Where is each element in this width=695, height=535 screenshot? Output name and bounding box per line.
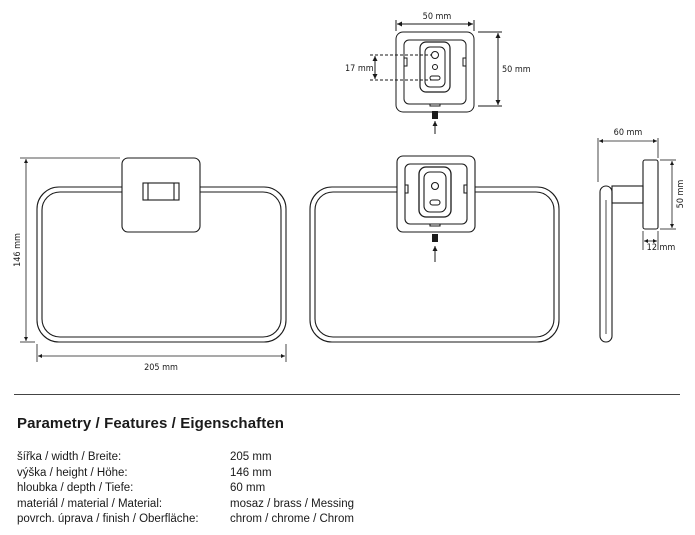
- param-row-material: materiál / material / Material: mosaz / …: [17, 497, 354, 513]
- param-label: šířka / width / Breite:: [17, 451, 122, 463]
- top-view-outer-plate: [395, 31, 475, 113]
- top-view-center-block: [419, 41, 451, 93]
- dim-side-base: 12 mm: [647, 243, 676, 253]
- param-row-depth: hloubka / depth / Tiefe: 60 mm: [17, 481, 354, 497]
- dim-front-width: 205 mm: [144, 363, 178, 373]
- dim-top-height: 50 mm: [502, 65, 531, 75]
- side-view: [597, 138, 676, 343]
- divider-line: [14, 394, 680, 395]
- dim-front-height: 146 mm: [13, 233, 23, 267]
- back-view: [309, 155, 560, 343]
- param-label: materiál / material / Material:: [17, 497, 163, 510]
- param-label: povrch. úprava / finish / Oberfläche:: [17, 513, 199, 525]
- side-view-wall-plate: [642, 159, 659, 230]
- param-value: chrom / chrome / Chrom: [230, 513, 354, 525]
- param-value: 146 mm: [230, 466, 272, 479]
- front-view: [20, 157, 287, 362]
- param-row-height: výška / height / Höhe: 146 mm: [17, 466, 354, 482]
- param-value: 205 mm: [230, 451, 272, 463]
- param-value: 60 mm: [230, 482, 266, 494]
- param-value: mosaz / brass / Messing: [230, 497, 354, 510]
- back-view-plate: [396, 155, 476, 233]
- param-label: hloubka / depth / Tiefe:: [17, 482, 134, 494]
- param-label: výška / height / Höhe:: [17, 466, 128, 479]
- back-view-center-block: [418, 166, 452, 218]
- param-row-finish: povrch. úprava / finish / Oberfläche: ch…: [17, 512, 354, 528]
- dim-side-depth: 60 mm: [614, 128, 643, 138]
- side-view-ring: [599, 185, 613, 343]
- params-heading: Parametry / Features / Eigenschaften: [17, 415, 285, 432]
- dim-side-height: 50 mm: [676, 180, 686, 209]
- dim-top-offset: 17 mm: [345, 64, 374, 74]
- param-row-width: šířka / width / Breite: 205 mm: [17, 450, 354, 466]
- top-view-inner-plate: [403, 39, 467, 105]
- params-table: šířka / width / Breite: 205 mm výška / h…: [17, 450, 354, 528]
- top-view: [370, 20, 502, 134]
- technical-drawing: 50 mm 50 mm 17 mm 146 mm 205 mm: [13, 12, 686, 373]
- dim-top-width: 50 mm: [423, 12, 452, 22]
